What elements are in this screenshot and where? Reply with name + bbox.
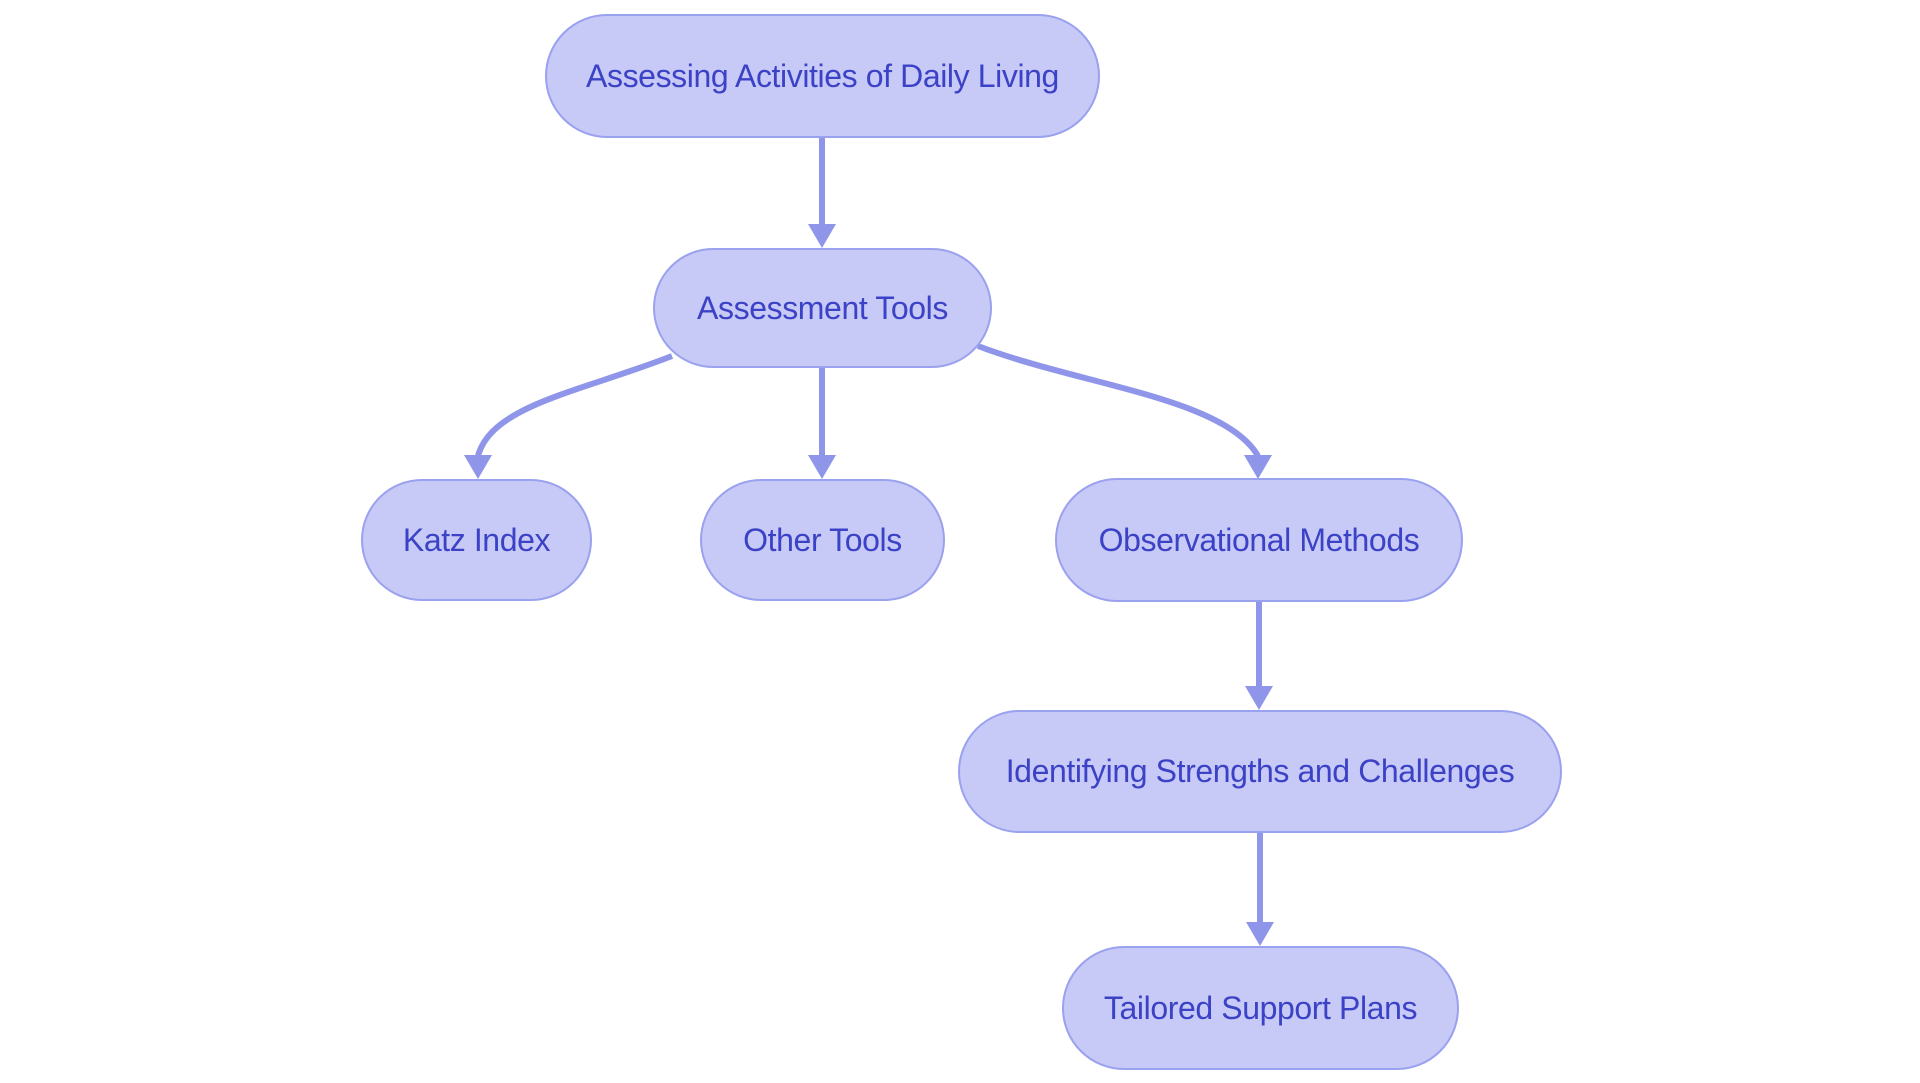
arrowhead-icon xyxy=(1246,922,1274,946)
node-label: Observational Methods xyxy=(1098,521,1420,558)
flow-node-katz-index: Katz Index xyxy=(361,479,592,601)
flow-node-observational-methods: Observational Methods xyxy=(1055,478,1463,602)
arrowhead-icon xyxy=(1244,455,1272,479)
flow-node-tailored-support-plans: Tailored Support Plans xyxy=(1062,946,1459,1070)
arrowhead-icon xyxy=(464,455,492,479)
edge-tools-to-obs xyxy=(976,343,1261,458)
flow-node-assessing-activities-of-daily-living: Assessing Activities of Daily Living xyxy=(545,14,1100,138)
node-label: Katz Index xyxy=(402,521,551,558)
node-label: Identifying Strengths and Challenges xyxy=(1005,753,1515,789)
edge-tools-to-katz xyxy=(475,353,674,457)
node-label: Tailored Support Plans xyxy=(1103,989,1418,1026)
node-label: Other Tools xyxy=(743,521,902,558)
arrowhead-icon xyxy=(808,224,836,248)
arrowhead-icon xyxy=(808,455,836,479)
node-label: Assessment Tools xyxy=(697,289,948,326)
node-label: Assessing Activities of Daily Living xyxy=(586,57,1059,94)
arrowhead-icon xyxy=(1245,686,1273,710)
flow-node-assessment-tools: Assessment Tools xyxy=(653,248,992,368)
flow-node-other-tools: Other Tools xyxy=(700,479,945,601)
flow-node-identifying-strengths-and-challenges: Identifying Strengths and Challenges xyxy=(958,710,1562,833)
